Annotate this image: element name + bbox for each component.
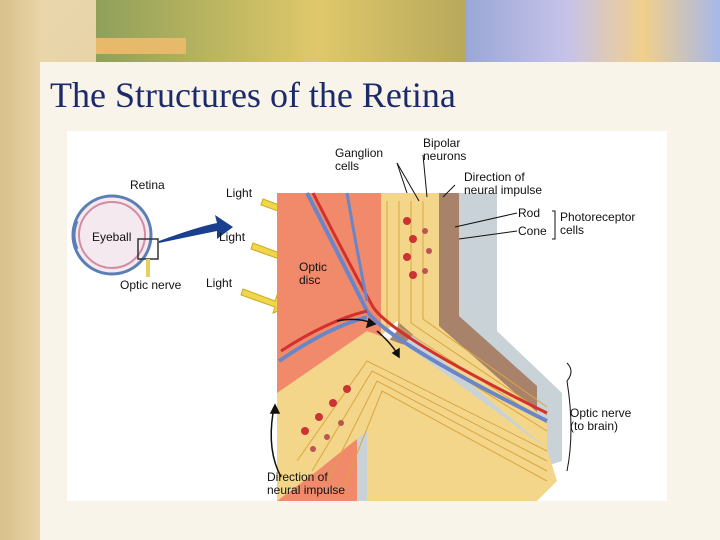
retina-illustration	[71, 154, 572, 501]
slide-title: The Structures of the Retina	[50, 75, 456, 115]
label-optic-nerve-brain: Optic nerve (to brain)	[570, 406, 632, 433]
eyeball-inset	[71, 194, 159, 277]
decorative-banner	[96, 0, 720, 62]
left-margin-strip	[0, 0, 40, 540]
label-photoreceptor-cells: Photoreceptor cells	[560, 210, 636, 237]
label-direction-bottom: Direction of neural impulse	[267, 470, 346, 497]
retinal-cells-lower	[301, 385, 351, 452]
banner-stripe	[96, 38, 186, 54]
label-optic-nerve-small: Optic nerve	[120, 278, 182, 292]
leader-lines	[396, 154, 572, 472]
retinal-cells-upper	[403, 217, 432, 279]
retina-diagram: Ganglion cells Bipolar neurons Direction…	[67, 131, 667, 501]
banner-floral-image	[466, 0, 720, 62]
label-light-3: Light	[206, 276, 233, 290]
retina-band-lower	[277, 331, 557, 501]
label-direction-top: Direction of neural impulse	[464, 170, 543, 197]
label-retina: Retina	[130, 178, 165, 192]
label-ganglion-cells: Ganglion cells	[335, 146, 384, 173]
label-bipolar-neurons: Bipolar neurons	[423, 136, 467, 163]
label-light-1: Light	[226, 186, 253, 200]
label-light-2: Light	[219, 230, 246, 244]
label-rod: Rod	[518, 206, 541, 220]
zoom-arrow	[159, 215, 233, 243]
label-eyeball: Eyeball	[92, 230, 132, 244]
label-cone: Cone	[518, 224, 547, 238]
impulse-arrows	[269, 317, 400, 478]
label-optic-disc: Optic disc	[299, 260, 328, 287]
